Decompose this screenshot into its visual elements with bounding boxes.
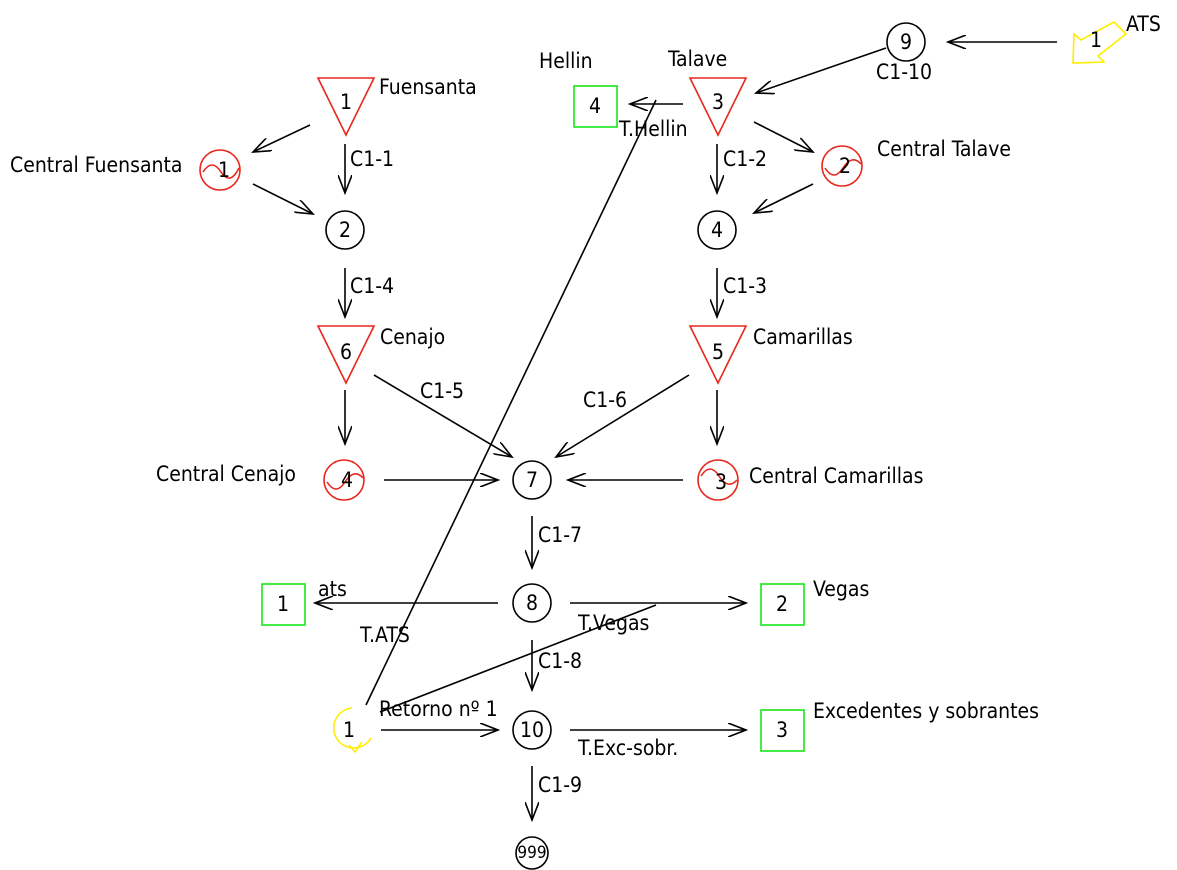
label-fuensanta: Fuensanta xyxy=(379,75,477,99)
svg-text:1: 1 xyxy=(1090,28,1102,52)
svg-text:3: 3 xyxy=(715,470,727,494)
svg-text:3: 3 xyxy=(776,718,788,742)
label-camarillas: Camarillas xyxy=(753,325,853,349)
node-9: 9 xyxy=(886,22,926,62)
edge-label-t-exc-sobr: T.Exc-sobr. xyxy=(577,736,678,760)
edge-label-c1-5: C1-5 xyxy=(420,379,464,403)
edge-central-talave-to-4 xyxy=(754,183,814,213)
edge-label-c1-9: C1-9 xyxy=(538,773,582,797)
plant-central-talave: 2 xyxy=(821,145,863,187)
demand-excedentes: 3 xyxy=(760,709,805,752)
svg-text:2: 2 xyxy=(339,218,351,242)
node-999: 999 xyxy=(515,836,549,870)
edge-label-c1-4: C1-4 xyxy=(350,274,394,298)
edge-label-c1-10: C1-10 xyxy=(876,60,932,84)
edge-label-t-ats: T.ATS xyxy=(359,623,410,647)
return-1: 1 xyxy=(332,707,372,754)
svg-text:5: 5 xyxy=(712,340,724,364)
label-central-camarillas: Central Camarillas xyxy=(749,464,923,488)
edge-c1-6 xyxy=(556,374,690,457)
edge-label-c1-2: C1-2 xyxy=(723,147,767,171)
svg-text:2: 2 xyxy=(776,592,788,616)
label-excedentes: Excedentes y sobrantes xyxy=(813,699,1039,723)
demand-hellin: 4 xyxy=(573,85,618,128)
svg-text:7: 7 xyxy=(526,468,538,492)
demand-vegas: 2 xyxy=(760,583,805,626)
svg-text:8: 8 xyxy=(526,591,538,615)
svg-text:9: 9 xyxy=(900,30,912,54)
edge-talave-to-central xyxy=(753,121,813,152)
label-retorno: Retorno nº 1 xyxy=(379,697,498,721)
edge-label-c1-1: C1-1 xyxy=(350,147,394,171)
node-10: 10 xyxy=(512,710,552,750)
label-central-cenajo: Central Cenajo xyxy=(156,462,296,486)
reservoir-fuensanta: 1 xyxy=(316,77,376,137)
reservoir-talave: 3 xyxy=(688,77,748,137)
edge-c1-5 xyxy=(373,374,512,457)
svg-text:4: 4 xyxy=(589,94,601,118)
reservoir-camarillas: 5 xyxy=(688,325,748,385)
edge-label-c1-6: C1-6 xyxy=(583,388,627,412)
svg-text:3: 3 xyxy=(712,90,724,114)
label-talave: Talave xyxy=(667,47,727,71)
svg-text:4: 4 xyxy=(341,468,353,492)
svg-text:6: 6 xyxy=(340,340,352,364)
edge-label-c1-8: C1-8 xyxy=(538,649,582,673)
edge-return-link-hellin xyxy=(365,99,657,706)
node-4: 4 xyxy=(697,210,737,250)
edge-label-t-vegas: T.Vegas xyxy=(577,611,649,635)
demand-ats: 1 xyxy=(261,583,306,626)
node-7: 7 xyxy=(512,460,552,500)
inflow-ats: 1 xyxy=(1072,21,1128,64)
label-central-fuensanta: Central Fuensanta xyxy=(10,153,182,177)
node-8: 8 xyxy=(512,583,552,623)
node-2: 2 xyxy=(325,210,365,250)
svg-text:1: 1 xyxy=(218,158,230,182)
edge-9-to-talave xyxy=(756,47,887,93)
plant-central-camarillas: 3 xyxy=(697,459,739,501)
reservoir-cenajo: 6 xyxy=(316,325,376,385)
edge-label-c1-7: C1-7 xyxy=(538,523,582,547)
edge-label-t-hellin: T.Hellin xyxy=(618,117,688,141)
plant-central-fuensanta: 1 xyxy=(199,149,241,191)
label-ats-top: ATS xyxy=(1126,12,1161,36)
label-vegas: Vegas xyxy=(813,577,869,601)
plant-central-cenajo: 4 xyxy=(323,459,365,501)
edge-central-fuensanta-to-2 xyxy=(252,183,313,214)
svg-text:4: 4 xyxy=(711,218,723,242)
svg-text:1: 1 xyxy=(343,718,355,742)
svg-text:2: 2 xyxy=(839,154,851,178)
svg-text:1: 1 xyxy=(340,90,352,114)
edge-label-c1-3: C1-3 xyxy=(723,274,767,298)
svg-text:1: 1 xyxy=(277,592,289,616)
label-ats: ats xyxy=(318,577,347,601)
edge-fuensanta-to-central xyxy=(253,124,311,152)
label-central-talave: Central Talave xyxy=(877,137,1011,161)
label-hellin: Hellin xyxy=(539,49,593,73)
svg-text:10: 10 xyxy=(520,718,544,742)
edge-return-link-vegas xyxy=(379,604,657,713)
svg-text:999: 999 xyxy=(517,843,546,863)
label-cenajo: Cenajo xyxy=(380,325,445,349)
